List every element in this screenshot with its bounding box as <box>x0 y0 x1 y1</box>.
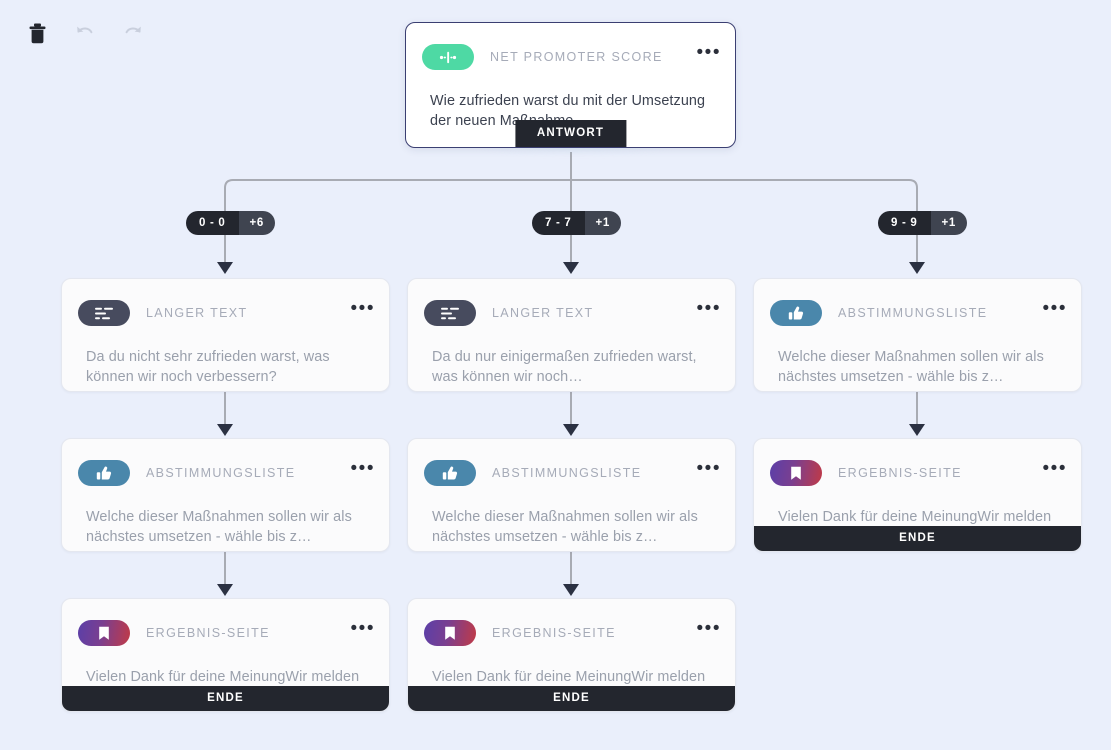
long-text-icon <box>78 300 130 326</box>
card-header: LANGER TEXT ••• <box>62 279 389 331</box>
redo-icon <box>125 26 141 34</box>
thumbs-up-icon <box>424 460 476 486</box>
card-type-label: ABSTIMMUNGSLISTE <box>492 466 642 480</box>
branch-delta: +1 <box>930 211 968 235</box>
card-header: LANGER TEXT ••• <box>408 279 735 331</box>
nps-slider-icon <box>422 44 474 70</box>
undo-icon <box>77 26 93 34</box>
branch-range: 0 - 0 <box>186 211 239 235</box>
card-question-text: Da du nur einigermaßen zufrieden warst, … <box>432 349 697 385</box>
branch-pill-0[interactable]: 0 - 0 +6 <box>186 211 276 235</box>
more-options-icon[interactable]: ••• <box>1042 458 1067 479</box>
card-header: NET PROMOTER SCORE ••• <box>406 23 735 75</box>
branch-delta: +1 <box>584 211 622 235</box>
card-type-label: LANGER TEXT <box>492 306 594 320</box>
card-header: ERGEBNIS-SEITE ••• <box>62 599 389 651</box>
branch-range: 9 - 9 <box>878 211 931 235</box>
bookmark-icon <box>770 460 822 486</box>
node-card-net-promoter-score[interactable]: NET PROMOTER SCORE ••• Wie zufrieden war… <box>405 22 736 148</box>
node-card-langer-text-middle[interactable]: LANGER TEXT ••• Da du nur einigermaßen z… <box>407 278 736 392</box>
branch-range: 7 - 7 <box>532 211 585 235</box>
branch-delta: +6 <box>238 211 276 235</box>
node-card-abstimmungsliste-left[interactable]: ABSTIMMUNGSLISTE ••• Welche dieser Maßna… <box>61 438 390 552</box>
card-type-label: ERGEBNIS-SEITE <box>492 626 616 640</box>
end-badge: ENDE <box>62 686 389 711</box>
end-badge: ENDE <box>408 686 735 711</box>
thumbs-up-icon <box>770 300 822 326</box>
branch-pill-1[interactable]: 7 - 7 +1 <box>532 211 622 235</box>
card-type-label: LANGER TEXT <box>146 306 248 320</box>
more-options-icon[interactable]: ••• <box>696 42 721 63</box>
card-question-text: Welche dieser Maßnahmen sollen wir als n… <box>432 509 698 545</box>
long-text-icon <box>424 300 476 326</box>
node-card-abstimmungsliste-middle[interactable]: ABSTIMMUNGSLISTE ••• Welche dieser Maßna… <box>407 438 736 552</box>
node-card-ergebnis-seite-middle[interactable]: ERGEBNIS-SEITE ••• Vielen Dank für deine… <box>407 598 736 712</box>
trash-icon <box>29 23 45 43</box>
card-header: ERGEBNIS-SEITE ••• <box>408 599 735 651</box>
more-options-icon[interactable]: ••• <box>350 618 375 639</box>
card-header: ERGEBNIS-SEITE ••• <box>754 439 1081 491</box>
answer-badge[interactable]: ANTWORT <box>514 120 627 147</box>
more-options-icon[interactable]: ••• <box>696 458 721 479</box>
end-badge: ENDE <box>754 526 1081 551</box>
redo-button[interactable] <box>116 16 150 50</box>
card-header: ABSTIMMUNGSLISTE ••• <box>754 279 1081 331</box>
node-card-ergebnis-seite-left[interactable]: ERGEBNIS-SEITE ••• Vielen Dank für deine… <box>61 598 390 712</box>
card-type-label: NET PROMOTER SCORE <box>490 50 663 64</box>
branch-pill-2[interactable]: 9 - 9 +1 <box>878 211 968 235</box>
more-options-icon[interactable]: ••• <box>696 298 721 319</box>
card-type-label: ABSTIMMUNGSLISTE <box>838 306 988 320</box>
thumbs-up-icon <box>78 460 130 486</box>
delete-button[interactable] <box>20 16 54 50</box>
node-card-abstimmungsliste-right[interactable]: ABSTIMMUNGSLISTE ••• Welche dieser Maßna… <box>753 278 1082 392</box>
card-question-text: Da du nicht sehr zufrieden warst, was kö… <box>86 349 330 385</box>
card-question-text: Welche dieser Maßnahmen sollen wir als n… <box>86 509 352 545</box>
more-options-icon[interactable]: ••• <box>350 458 375 479</box>
node-card-ergebnis-seite-right[interactable]: ERGEBNIS-SEITE ••• Vielen Dank für deine… <box>753 438 1082 552</box>
more-options-icon[interactable]: ••• <box>696 618 721 639</box>
undo-button[interactable] <box>68 16 102 50</box>
card-header: ABSTIMMUNGSLISTE ••• <box>408 439 735 491</box>
editor-toolbar <box>20 16 150 50</box>
card-type-label: ERGEBNIS-SEITE <box>838 466 962 480</box>
card-type-label: ABSTIMMUNGSLISTE <box>146 466 296 480</box>
card-header: ABSTIMMUNGSLISTE ••• <box>62 439 389 491</box>
more-options-icon[interactable]: ••• <box>1042 298 1067 319</box>
node-card-langer-text-left[interactable]: LANGER TEXT ••• Da du nicht sehr zufried… <box>61 278 390 392</box>
bookmark-icon <box>424 620 476 646</box>
card-type-label: ERGEBNIS-SEITE <box>146 626 270 640</box>
more-options-icon[interactable]: ••• <box>350 298 375 319</box>
bookmark-icon <box>78 620 130 646</box>
card-question-text: Welche dieser Maßnahmen sollen wir als n… <box>778 349 1044 385</box>
